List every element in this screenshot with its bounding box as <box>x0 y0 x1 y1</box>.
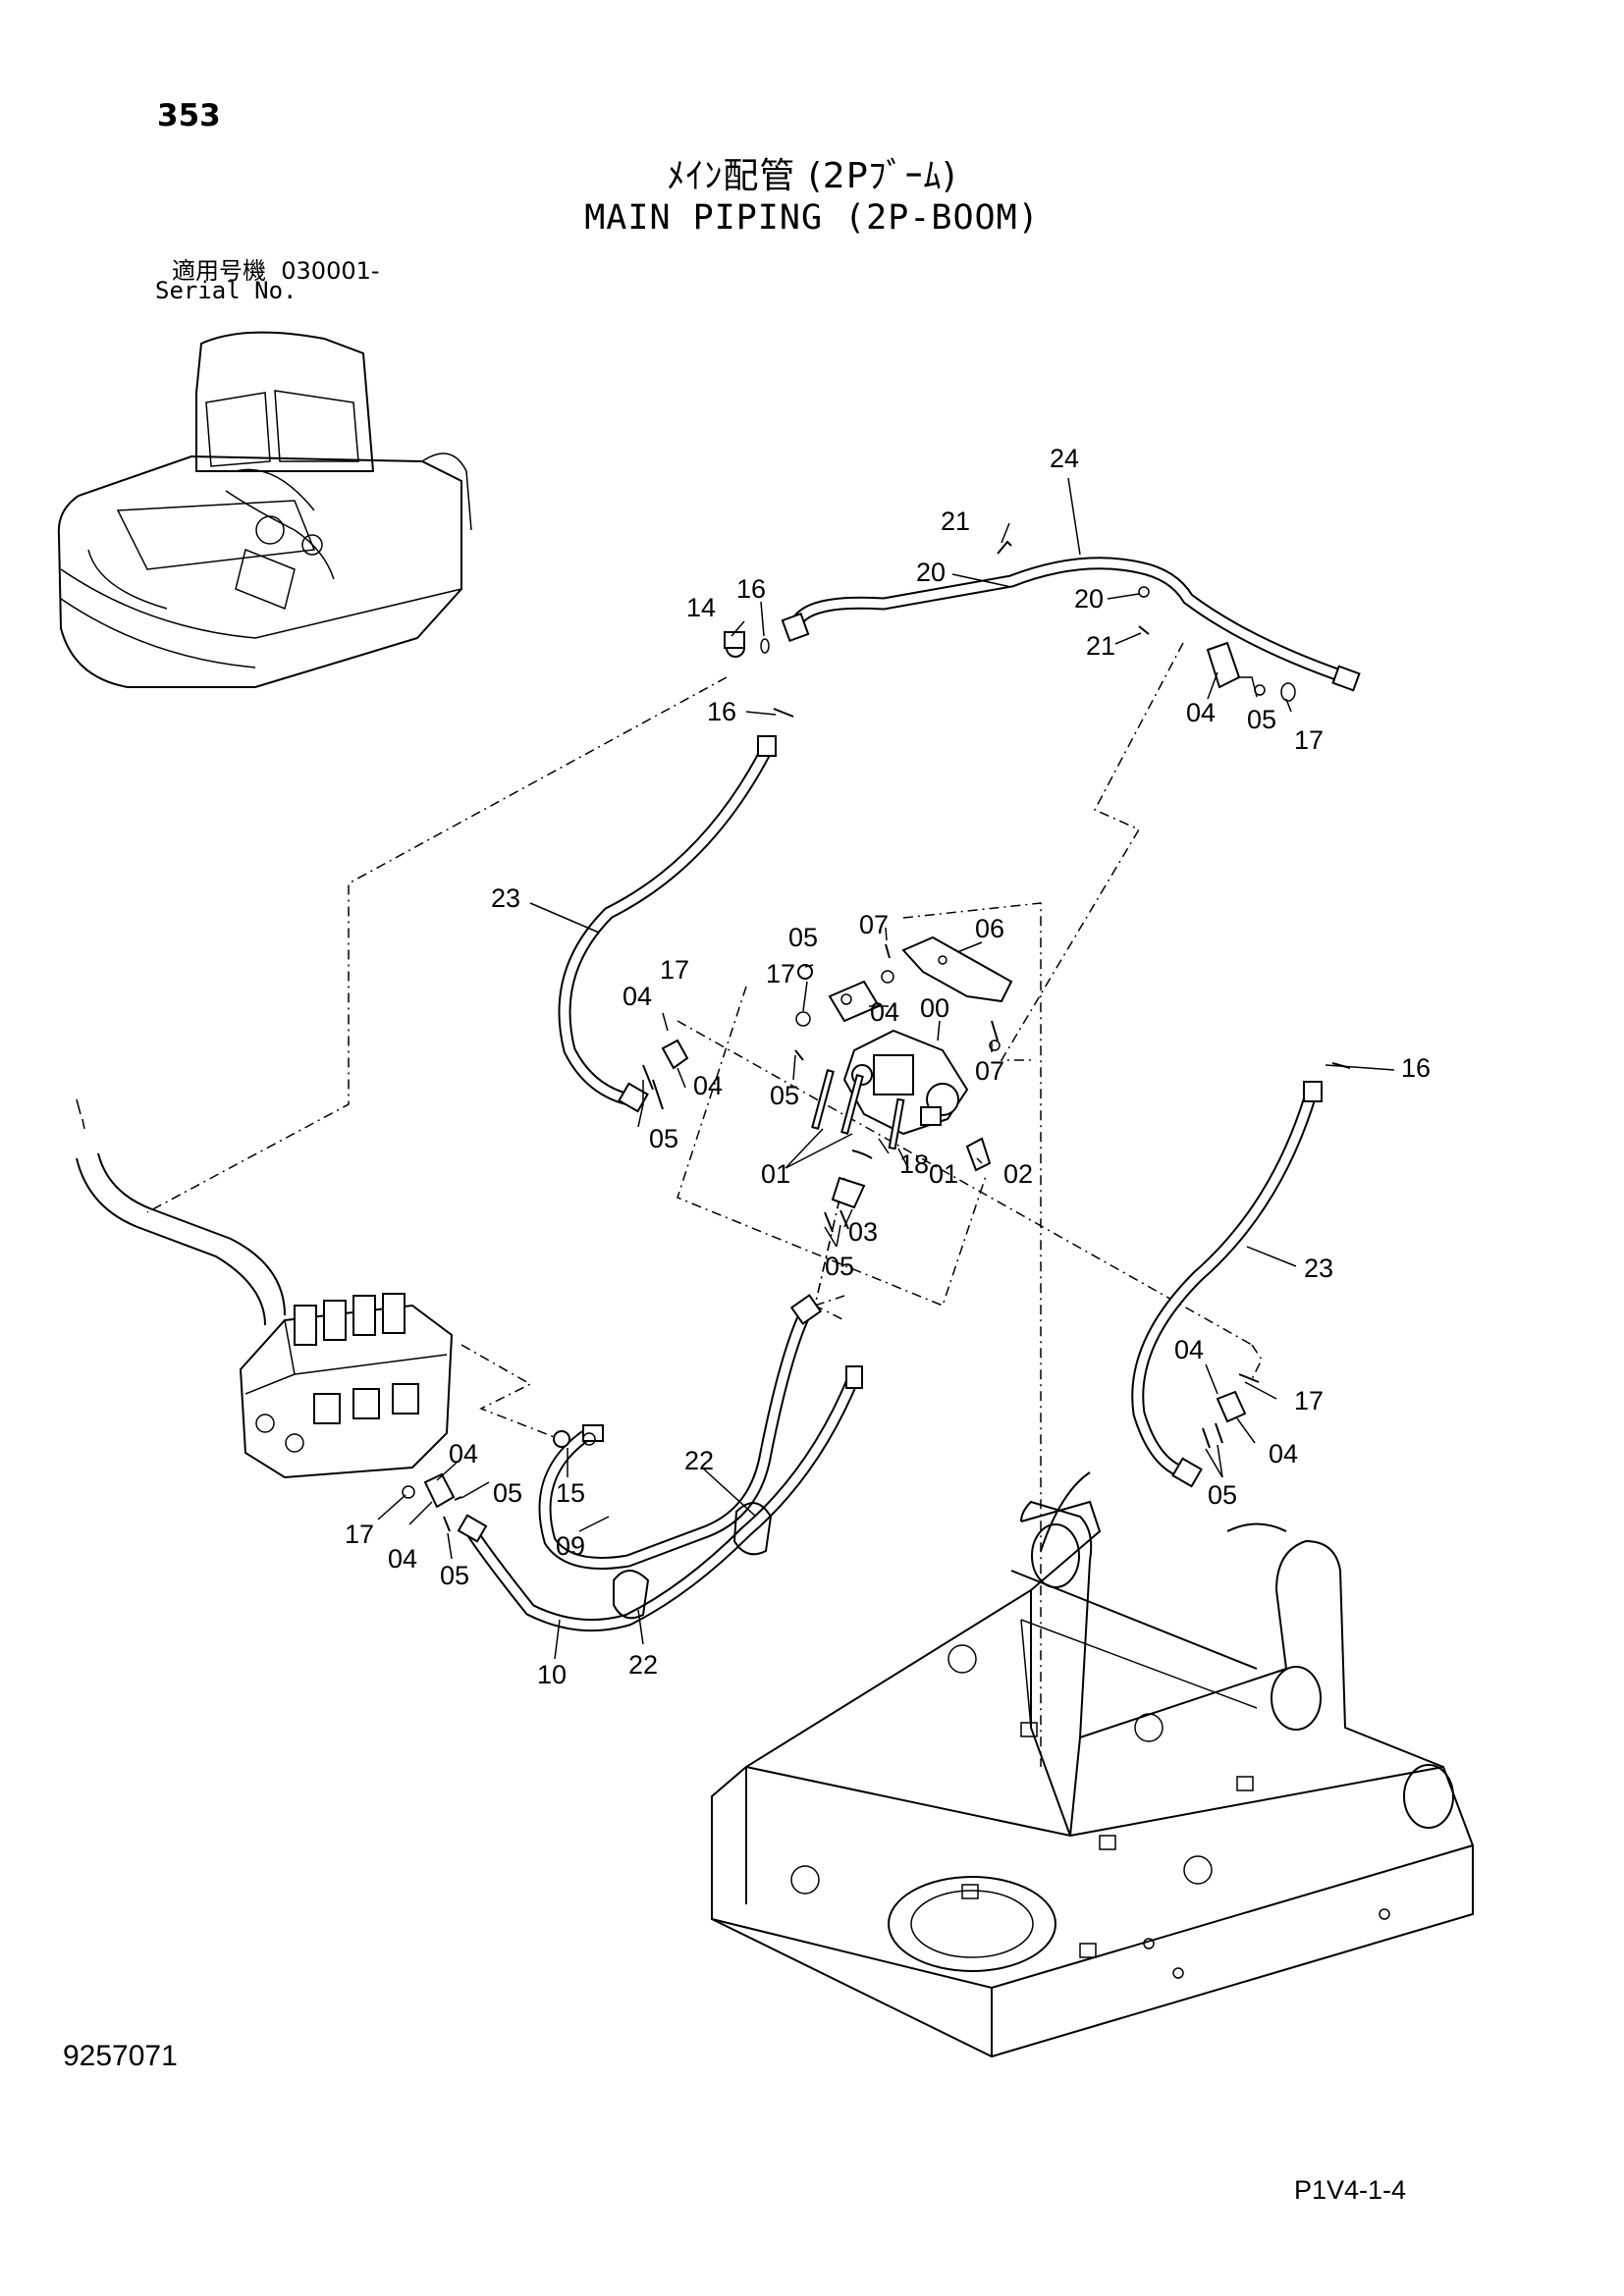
title-english: MAIN PIPING (2P-BOOM) <box>584 198 1040 238</box>
serial-value: 030001- <box>281 257 380 285</box>
callout-23: 23 <box>491 883 520 913</box>
callout-10: 10 <box>537 1660 567 1689</box>
title-japanese: ﾒｲﾝ配管 (2Pﾌﾞｰﾑ) <box>667 156 957 196</box>
callout-16: 16 <box>1401 1053 1431 1083</box>
small-parts <box>402 540 1351 1532</box>
callout-04: 04 <box>1174 1335 1204 1364</box>
callout-05: 05 <box>1247 705 1276 734</box>
serial-applicability: 適用号機 030001- <box>172 251 380 286</box>
serial-label-jp: 適用号機 <box>172 257 266 285</box>
callout-18: 18 <box>899 1149 929 1179</box>
callout-20: 20 <box>1074 584 1104 614</box>
callout-04: 04 <box>870 997 899 1027</box>
callout-05: 05 <box>788 923 818 952</box>
callout-04: 04 <box>449 1439 478 1468</box>
page-number: 353 <box>157 98 221 133</box>
callout-23: 23 <box>1304 1254 1333 1283</box>
callout-05: 05 <box>770 1081 799 1110</box>
callout-leaders <box>377 477 1395 1660</box>
callout-04: 04 <box>1269 1439 1298 1468</box>
serial-label-en: Serial No. <box>155 277 298 304</box>
page-code: P1V4-1-4 <box>1294 2175 1407 2205</box>
bracket-06 <box>901 935 1013 1003</box>
hose-09-and-10 <box>457 1294 863 1632</box>
boom-foot-frame <box>711 1471 1474 2058</box>
callout-16: 16 <box>736 574 766 604</box>
document-number: 9257071 <box>63 2040 178 2072</box>
callout-07: 07 <box>975 1056 1004 1086</box>
callout-05: 05 <box>649 1124 678 1153</box>
callout-00: 00 <box>920 993 949 1023</box>
callout-21: 21 <box>1086 631 1115 661</box>
clamps-22 <box>613 1502 773 1620</box>
hose-23-left <box>558 735 777 1113</box>
callout-04: 04 <box>623 982 652 1011</box>
callout-01: 01 <box>761 1159 790 1189</box>
callout-17: 17 <box>766 959 795 988</box>
callout-03: 03 <box>848 1217 878 1247</box>
callout-04: 04 <box>693 1071 723 1100</box>
callout-05: 05 <box>440 1561 469 1590</box>
callout-17: 17 <box>1294 725 1324 755</box>
machine-overview-sketch <box>57 331 472 688</box>
callout-17: 17 <box>1294 1386 1324 1415</box>
callout-21: 21 <box>941 507 970 536</box>
callout-04: 04 <box>1186 698 1216 727</box>
callout-01: 01 <box>929 1159 958 1189</box>
callout-06: 06 <box>975 914 1004 943</box>
control-valve-assembly <box>239 1293 454 1479</box>
solenoid-valve-00 <box>842 1029 969 1136</box>
callout-05: 05 <box>493 1478 522 1508</box>
callout-02: 02 <box>1003 1159 1033 1189</box>
hose-23-right <box>1131 1081 1323 1488</box>
callout-16: 16 <box>707 697 736 726</box>
callout-14: 14 <box>686 593 716 622</box>
callout-07: 07 <box>859 910 889 939</box>
hose-24 <box>781 557 1361 692</box>
dashed-leader-lines <box>146 642 1263 1767</box>
callout-05: 05 <box>1208 1480 1237 1510</box>
callout-labels: 24 21 20 20 21 14 16 16 04 05 17 23 05 0… <box>345 444 1431 1689</box>
callout-15: 15 <box>556 1478 585 1508</box>
callout-22: 22 <box>684 1446 714 1475</box>
callout-22: 22 <box>628 1650 658 1680</box>
callout-24: 24 <box>1050 444 1079 473</box>
callout-17: 17 <box>660 955 689 985</box>
callout-09: 09 <box>556 1531 585 1561</box>
callout-20: 20 <box>916 558 946 587</box>
callout-05: 05 <box>825 1252 854 1281</box>
callout-04: 04 <box>388 1544 417 1574</box>
callout-17: 17 <box>345 1520 374 1549</box>
